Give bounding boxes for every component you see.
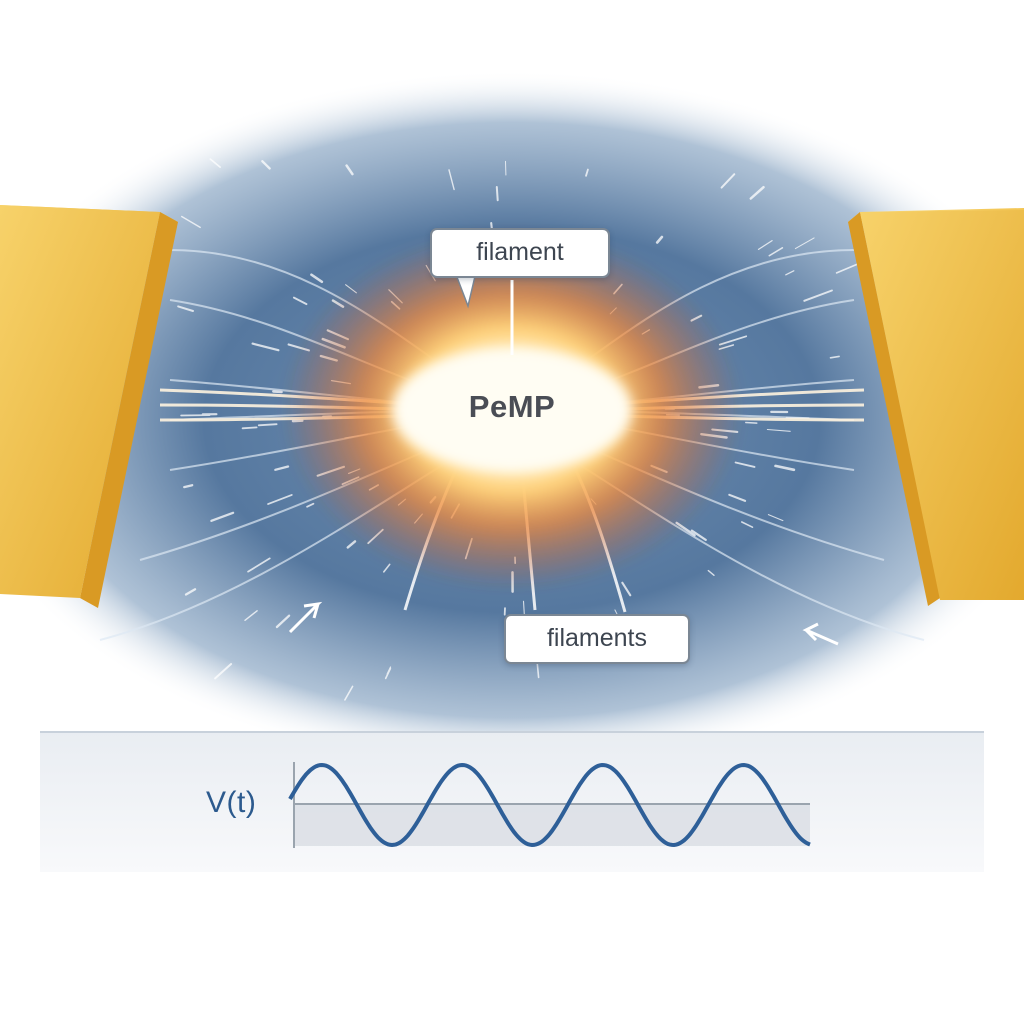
spark-streak	[267, 494, 293, 505]
spark-streak	[180, 215, 201, 229]
signal-label: V(t)	[206, 786, 257, 819]
spark-streak	[757, 240, 773, 250]
spark-streak	[251, 342, 280, 352]
spark-streak	[275, 614, 291, 629]
spark-streak	[794, 237, 815, 250]
spark-streak	[745, 421, 758, 424]
spark-streak	[707, 569, 715, 576]
spark-streak	[345, 164, 354, 176]
spark-streak	[766, 428, 791, 432]
spark-streak	[306, 502, 315, 508]
plasma-core-label: PeMP	[468, 389, 556, 424]
spark-streak	[244, 610, 258, 621]
spark-streak	[655, 235, 664, 244]
spark-streak	[749, 185, 765, 200]
spark-streak	[774, 464, 796, 472]
signal-panel	[40, 732, 984, 872]
spark-streak	[734, 461, 756, 468]
signal-baseline-band	[294, 804, 810, 846]
spark-streak	[621, 581, 632, 597]
spark-streak	[728, 493, 747, 502]
sine-wave	[288, 762, 811, 848]
filaments-callout: filaments	[504, 614, 690, 664]
right-arrow-icon	[802, 622, 839, 646]
spark-streak	[522, 600, 525, 615]
spark-streak	[272, 390, 283, 394]
spark-streak	[382, 563, 391, 573]
filament-callout: filament	[430, 228, 610, 278]
spark-streak	[829, 355, 840, 359]
spark-streak	[448, 169, 455, 191]
spark-streak	[803, 289, 833, 302]
spark-streak	[214, 663, 233, 680]
spark-streak	[310, 273, 324, 284]
spark-streak	[274, 465, 290, 471]
spark-streak	[177, 305, 194, 312]
spark-streak	[241, 426, 258, 430]
spark-streak	[261, 160, 271, 170]
spark-streak	[384, 667, 392, 680]
spark-streak	[720, 173, 736, 189]
spark-streak	[344, 685, 354, 701]
spark-streak	[257, 423, 278, 427]
spark-streak	[585, 168, 589, 177]
spark-streak	[785, 270, 795, 276]
spark-streak	[346, 540, 357, 549]
spark-streak	[209, 158, 221, 168]
spark-streak	[767, 514, 784, 522]
spark-streak	[183, 484, 194, 489]
left-arrow-icon	[288, 601, 323, 634]
spark-streak	[247, 557, 271, 573]
spark-streak	[536, 661, 540, 679]
spark-streak	[495, 186, 499, 202]
spark-streak	[740, 521, 754, 529]
right-electrode	[848, 208, 1024, 606]
spark-streak	[292, 296, 308, 306]
spark-streak	[690, 529, 707, 542]
left-electrode	[0, 205, 178, 608]
spark-streak	[768, 247, 784, 257]
spark-streak	[184, 588, 197, 596]
spark-streak	[210, 511, 235, 522]
plasma-core	[392, 348, 632, 472]
